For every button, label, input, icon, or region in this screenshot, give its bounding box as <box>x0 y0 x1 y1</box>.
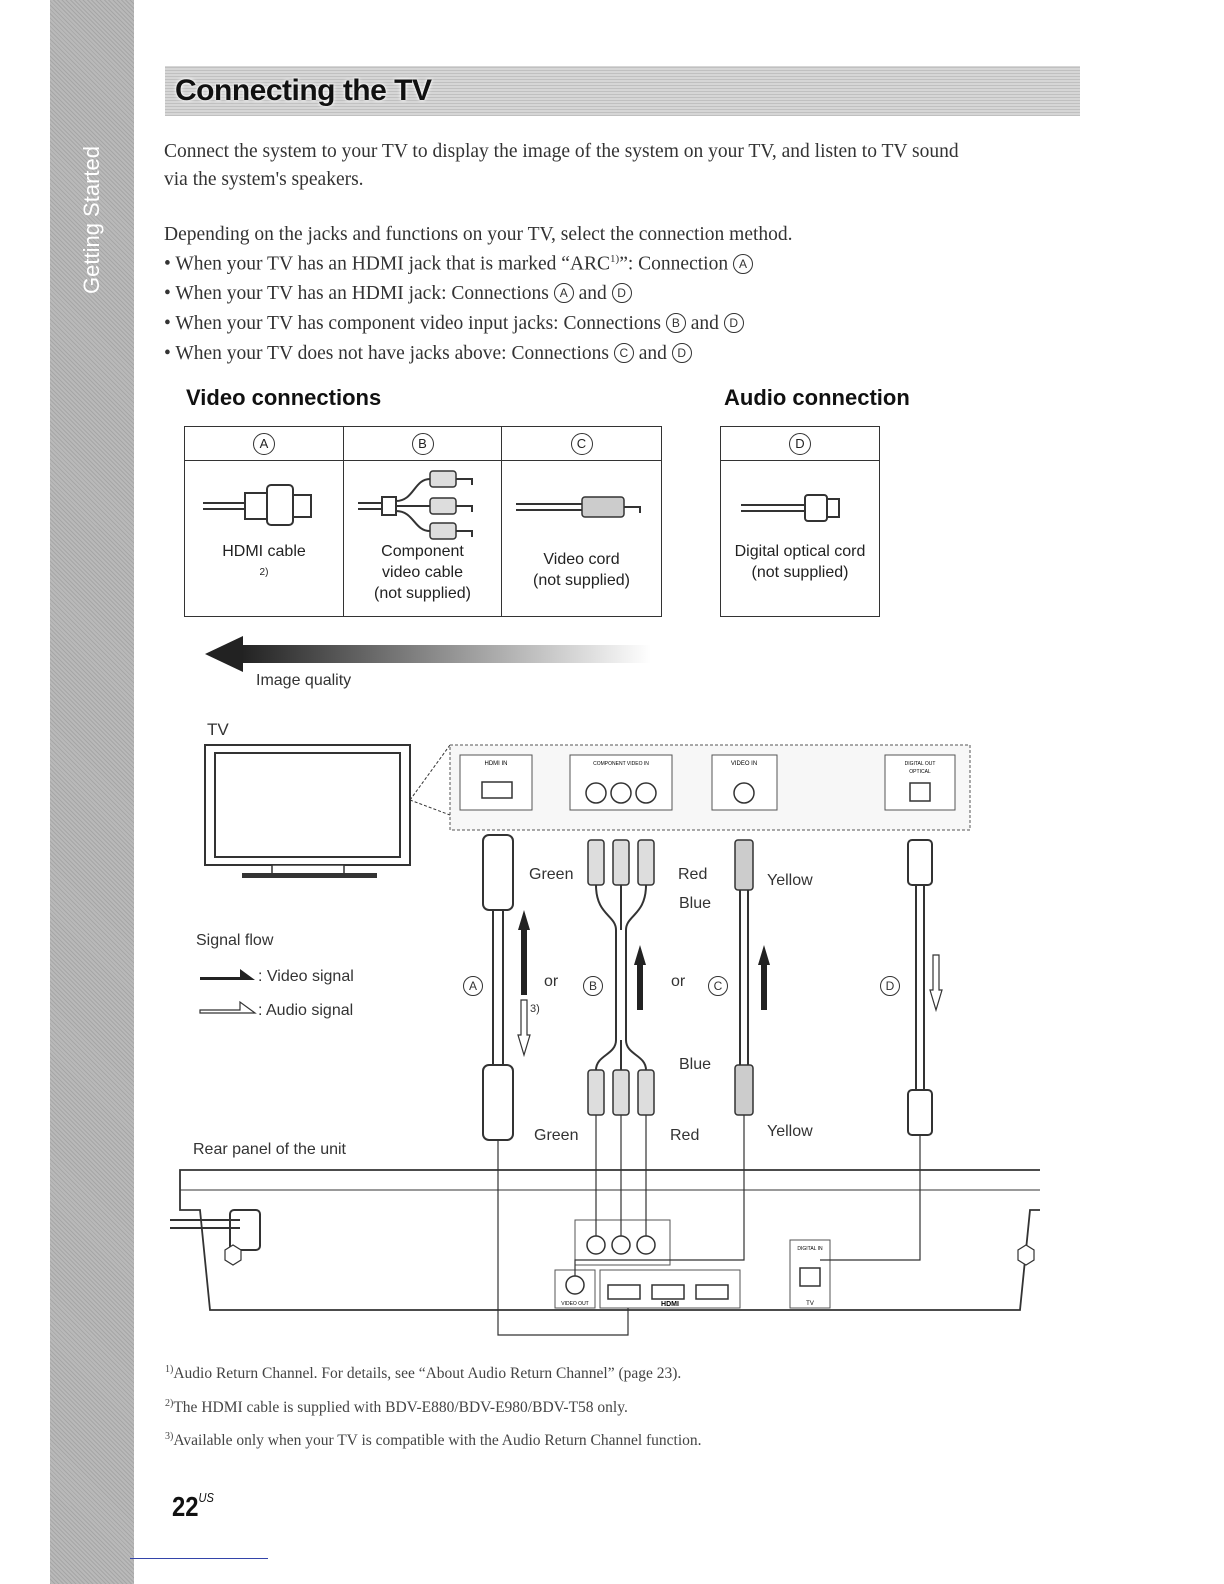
optical-label-2: (not supplied) <box>751 564 849 581</box>
hdmi-cable-icon <box>203 484 312 526</box>
bullet-component: • When your TV has component video input… <box>164 313 744 335</box>
connection-diagram: HDMI IN COMPONENT VIDEO IN VIDEO IN DIGI… <box>170 744 1040 1336</box>
optical-cord-icon <box>741 494 840 522</box>
diagram-marker-b: B <box>583 976 603 997</box>
connection-d-marker: D <box>723 313 744 333</box>
cell-optical: D Digital optical cord (not supplied) <box>721 427 879 616</box>
unit-digital-in-text: DIGITAL IN <box>797 1246 823 1252</box>
or-label-2: or <box>671 973 686 990</box>
audio-signal-arrow <box>517 999 531 1058</box>
connection-a-marker: A <box>732 253 753 274</box>
video-connections-heading: Video connections <box>186 385 382 410</box>
intro-line-1: Connect the system to your TV to display… <box>164 141 959 162</box>
unit-tv-text: TV <box>806 1301 814 1307</box>
tv-video-in-jack: VIDEO IN <box>711 754 778 811</box>
page-number: 22US <box>172 1490 214 1522</box>
bullet-arc: • When your TV has an HDMI jack that is … <box>164 253 753 276</box>
legend-video-arrow <box>200 969 255 980</box>
page-title: Connecting the TV <box>175 74 432 107</box>
letter-a: A <box>253 433 275 456</box>
legend-audio-arrow <box>199 1000 257 1014</box>
side-tab-label: Getting Started <box>79 146 104 294</box>
hdmi-cable-label: HDMI cable <box>222 543 306 560</box>
component-cable-icon <box>358 470 473 540</box>
cell-component: B Component video cable (not supplied) <box>344 427 502 616</box>
tv-icon <box>204 744 411 878</box>
video-signal-arrow <box>518 910 530 995</box>
component-label-3: (not supplied) <box>374 585 471 602</box>
tv-component-jacks: COMPONENT VIDEO IN <box>569 754 673 811</box>
rear-panel-label: Rear panel of the unit <box>193 1141 346 1158</box>
red-label-top: Red <box>678 866 708 883</box>
diagram-marker-d: D <box>880 976 900 997</box>
audio-signal-label: : Audio signal <box>258 1002 354 1019</box>
tv-optical-text: OPTICAL <box>909 769 931 775</box>
tv-digital-out-jack: DIGITAL OUT OPTICAL <box>884 754 956 811</box>
yellow-label-top: Yellow <box>767 872 813 889</box>
or-label-1: or <box>544 973 559 990</box>
red-label-bottom: Red <box>670 1127 700 1144</box>
footnote-3: 3)Available only when your TV is compati… <box>165 1431 702 1450</box>
diagram-marker-a: A <box>463 976 483 997</box>
connection-a-marker: A <box>553 283 574 303</box>
tv-component-text: COMPONENT VIDEO IN <box>593 761 649 767</box>
green-label-top: Green <box>529 866 574 883</box>
video-cord-line <box>734 839 754 1116</box>
blue-label-bottom: Blue <box>679 1056 712 1073</box>
connection-d-marker: D <box>671 343 692 363</box>
signal-flow-label: Signal flow <box>196 932 274 949</box>
title-bar: Connecting the TV <box>165 66 1080 116</box>
letter-c: C <box>570 433 593 456</box>
note-3-marker: 3) <box>530 1003 540 1015</box>
image-quality-label: Image quality <box>256 672 352 689</box>
side-tab: Getting Started <box>50 0 134 1584</box>
diagram-marker-c: C <box>708 976 728 997</box>
yellow-label-bottom: Yellow <box>767 1123 813 1140</box>
audio-connection-table: D Digital optical cord (not supplied) <box>720 426 880 617</box>
connection-b-marker: B <box>665 313 686 333</box>
video-cord-label-2: (not supplied) <box>533 572 630 589</box>
audio-connection-heading: Audio connection <box>724 385 910 410</box>
component-cable-line <box>587 839 655 1116</box>
green-label-bottom: Green <box>534 1127 579 1144</box>
intro-line-3: Depending on the jacks and functions on … <box>164 224 793 245</box>
video-signal-arrow <box>634 945 646 1010</box>
tv-label: TV <box>207 720 229 739</box>
unit-video-out-text: VIDEO OUT <box>561 1301 589 1307</box>
component-label-1: Component <box>381 543 464 560</box>
connection-c-marker: C <box>613 343 634 363</box>
tv-hdmi-in-text: HDMI IN <box>485 761 508 767</box>
bottom-rule <box>130 1558 268 1559</box>
video-cord-icon <box>516 496 641 518</box>
bullet-hdmi: • When your TV has an HDMI jack: Connect… <box>164 283 632 305</box>
optical-cord-line <box>907 839 933 1136</box>
image-quality-arrow <box>205 636 651 672</box>
letter-b: B <box>411 433 434 456</box>
footnote-2: 2)The HDMI cable is supplied with BDV-E8… <box>165 1398 628 1417</box>
tv-hdmi-in-jack: HDMI IN <box>459 754 533 811</box>
letter-d: D <box>789 433 811 456</box>
tv-video-in-text: VIDEO IN <box>731 761 757 767</box>
video-signal-label: : Video signal <box>258 968 354 985</box>
video-signal-arrow <box>758 945 770 1010</box>
bullet-video: • When your TV does not have jacks above… <box>164 343 692 365</box>
blue-label-top: Blue <box>679 895 712 912</box>
hdmi-cable-line <box>482 834 514 1141</box>
unit-rear-panel: VIDEO OUT HDMI DIGITAL IN TV <box>170 1169 1040 1311</box>
footnote-1: 1)Audio Return Channel. For details, see… <box>165 1364 682 1383</box>
cell-video: C Video cord (not supplied) <box>502 427 661 616</box>
component-label-2: video cable <box>382 564 463 581</box>
unit-hdmi-text: HDMI <box>661 1301 679 1308</box>
video-cord-label-1: Video cord <box>543 551 620 568</box>
connection-d-marker: D <box>611 283 632 303</box>
intro-line-2: via the system's speakers. <box>164 169 364 190</box>
optical-label-1: Digital optical cord <box>734 543 866 560</box>
tv-digital-out-text: DIGITAL OUT <box>905 761 936 767</box>
audio-signal-arrow <box>929 954 943 1013</box>
